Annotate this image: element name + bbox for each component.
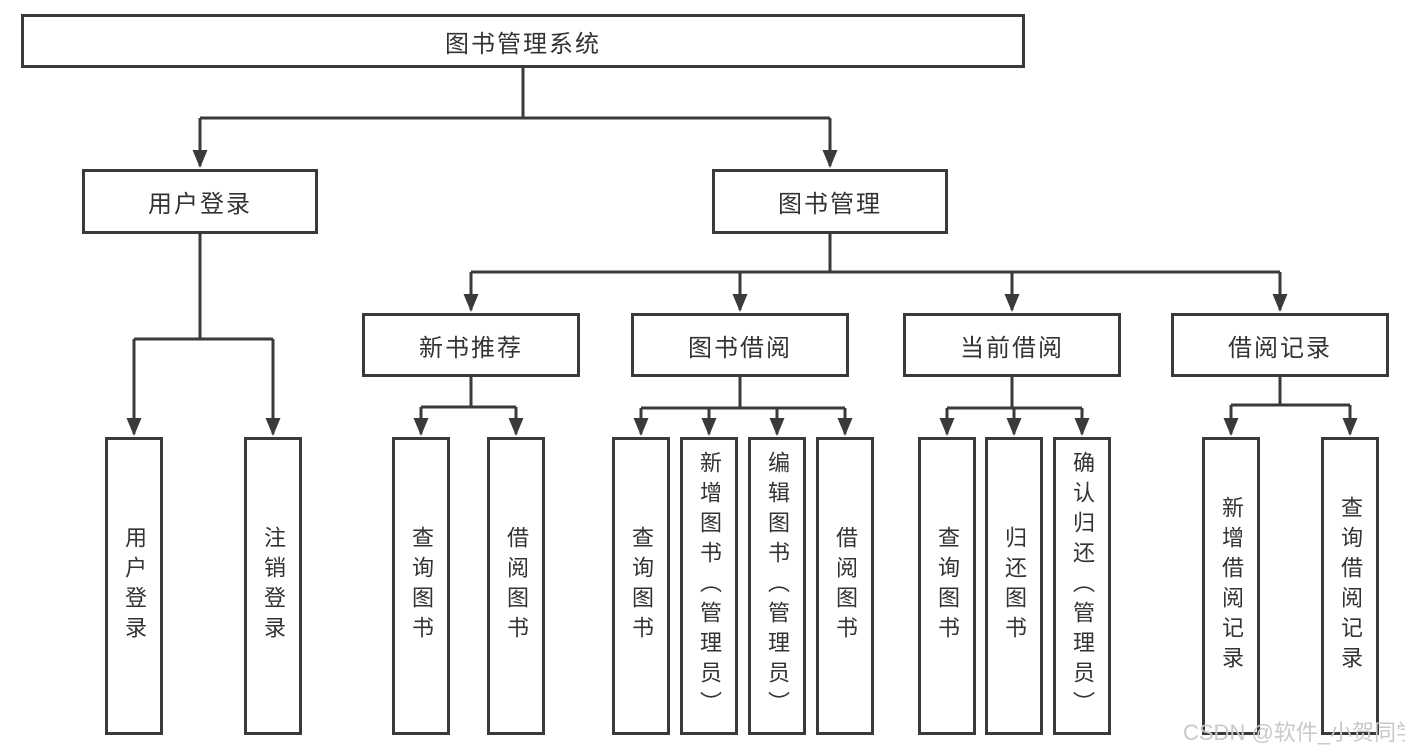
leaf-edit-book-admin: 编辑图书（管理员） (748, 437, 806, 735)
node-borrowing-records: 借阅记录 (1171, 313, 1389, 377)
connector-records-to-leaves (1223, 377, 1358, 436)
leaf-add-borrow-record: 新增借阅记录 (1202, 437, 1260, 735)
leaf-confirm-return-admin: 确认归还（管理员） (1053, 437, 1111, 735)
node-user-login: 用户登录 (82, 169, 318, 234)
leaf-query-books-borrow: 查询图书 (612, 437, 670, 735)
node-book-borrowing: 图书借阅 (631, 313, 849, 377)
leaf-borrow-books-recommend: 借阅图书 (487, 437, 545, 735)
node-current-borrowing: 当前借阅 (903, 313, 1121, 377)
leaf-query-borrow-record: 查询借阅记录 (1321, 437, 1379, 735)
connector-root-to-level2 (192, 68, 838, 168)
leaf-logout: 注销登录 (244, 437, 302, 735)
connector-bookmgmt-to-level3 (463, 234, 1288, 312)
watermark: CSDN @软件_小贺同学 (1183, 720, 1405, 745)
node-book-management: 图书管理 (712, 169, 948, 234)
leaf-add-book-admin: 新增图书（管理员） (680, 437, 738, 735)
connector-newbook-to-leaves (413, 377, 524, 436)
connector-userlogin-to-leaves (126, 234, 281, 436)
leaf-user-login: 用户登录 (105, 437, 163, 735)
node-library-system: 图书管理系统 (21, 14, 1025, 68)
leaf-query-books-current: 查询图书 (918, 437, 976, 735)
leaf-borrow-books: 借阅图书 (816, 437, 874, 735)
leaf-return-book: 归还图书 (985, 437, 1043, 735)
leaf-query-books-recommend: 查询图书 (392, 437, 450, 735)
node-new-book-recommend: 新书推荐 (362, 313, 580, 377)
connector-bookborrow-to-leaves (633, 377, 853, 436)
connector-currentborrow-to-leaves (939, 377, 1090, 436)
